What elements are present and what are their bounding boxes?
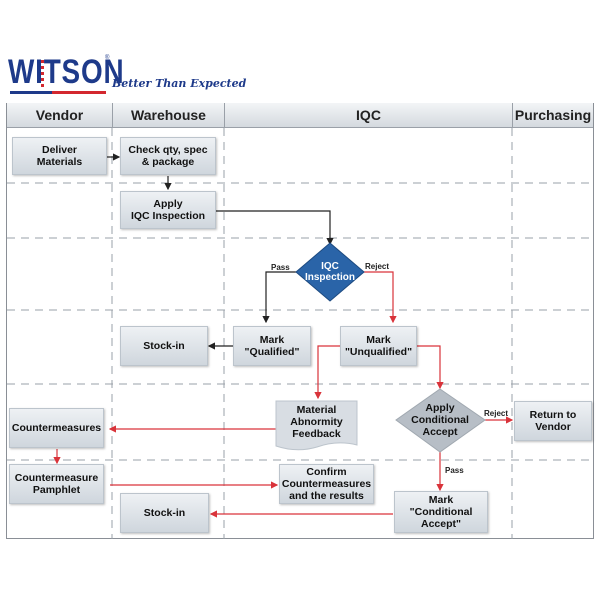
lane-header-purchasing: Purchasing [512, 103, 593, 128]
logo-dots [41, 60, 44, 88]
registered-mark: ® [105, 55, 110, 61]
arrow-iqc-reject [364, 271, 397, 324]
logo-wordmark: WITSON [8, 53, 125, 91]
node-mark-qualified[interactable]: Mark "Qualified" [233, 326, 311, 366]
node-mark-conditional-accept[interactable]: Mark "Conditional Accept" [394, 491, 488, 533]
lane-header-vendor: Vendor [7, 103, 112, 128]
document-material-abnormity [275, 400, 358, 451]
lane-header-warehouse: Warehouse [112, 103, 224, 128]
node-deliver-materials[interactable]: Deliver Materials [12, 137, 107, 175]
edge-label-iqc-pass: Pass [271, 263, 290, 272]
arrow-iqc-pass [262, 271, 296, 324]
arrow-unqualified-to-conditional [417, 345, 444, 390]
node-countermeasures[interactable]: Countermeasures [9, 408, 104, 448]
node-stock-in[interactable]: Stock-in [120, 326, 208, 366]
node-countermeasure-pamphlet[interactable]: Countermeasure Pamphlet [9, 464, 104, 504]
node-material-abnormity-feedback[interactable]: Material Abnormity Feedback [290, 404, 343, 440]
arrow-unqualified-to-feedback [314, 345, 340, 400]
edge-label-conditional-reject: Reject [484, 409, 509, 418]
tagline: Better Than Expected [112, 77, 247, 90]
decision-iqc-inspection-label: IQC Inspection [304, 261, 355, 283]
edge-label-iqc-reject: Reject [365, 262, 390, 271]
node-mark-unqualified[interactable]: Mark "Unqualified" [340, 326, 417, 366]
node-check-qty-spec-package[interactable]: Check qty, spec & package [120, 137, 216, 175]
node-confirm-countermeasures[interactable]: Confirm Countermeasures and the results [279, 464, 374, 504]
arrow-apply-to-iqc [216, 210, 334, 246]
node-return-to-vendor[interactable]: Return to Vendor [514, 401, 592, 441]
decision-iqc-inspection [295, 242, 365, 302]
lane-header-iqc: IQC [224, 103, 512, 128]
decision-apply-conditional-label: Apply Conditional Accept [411, 402, 469, 438]
decision-apply-conditional [395, 388, 486, 453]
logo-underline-red [52, 91, 106, 94]
edge-label-conditional-pass: Pass [445, 466, 464, 475]
logo-underline-blue [10, 91, 52, 94]
node-apply-iqc-inspection[interactable]: Apply IQC Inspection [120, 191, 216, 229]
node-stock-in-conditional[interactable]: Stock-in [120, 493, 209, 533]
